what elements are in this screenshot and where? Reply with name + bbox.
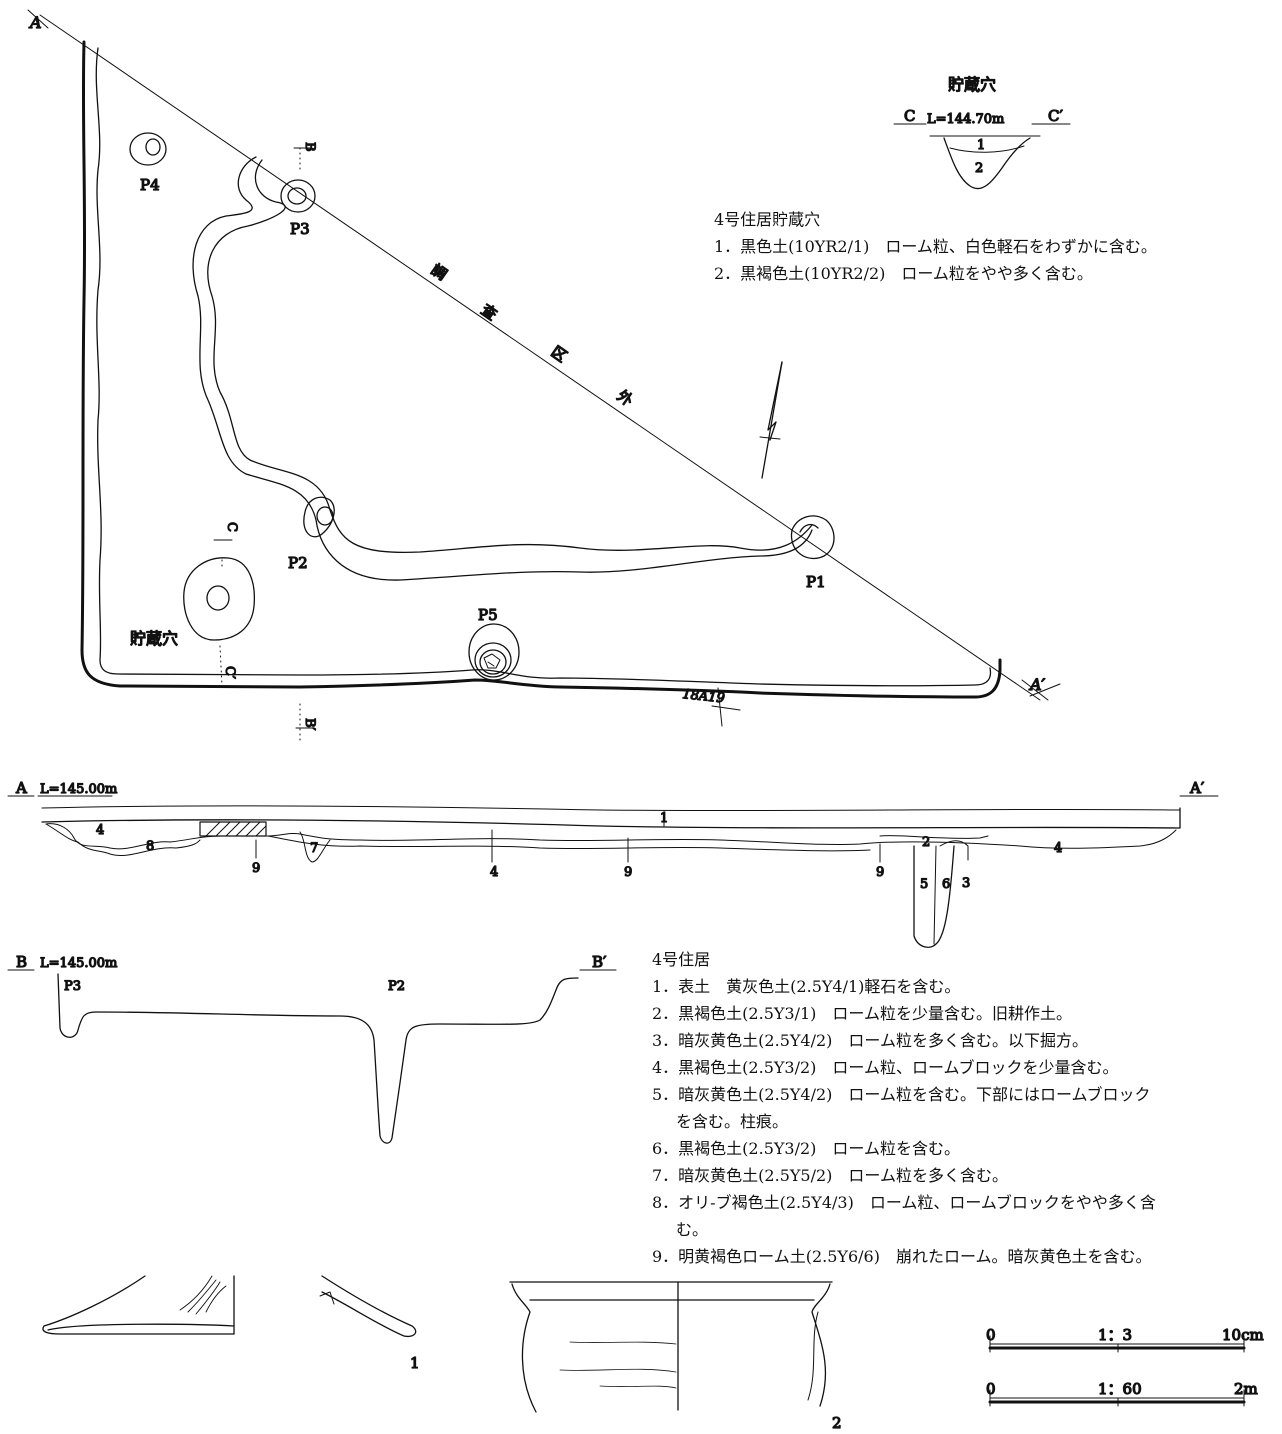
- scale-bar-1-3: 0 1：3 10cm: [985, 1325, 1264, 1353]
- label-b-prime: B′: [302, 718, 317, 731]
- pit-p2: [303, 496, 335, 538]
- svg-text:1：60: 1：60: [1098, 1380, 1142, 1398]
- label-outside-2: 査: [478, 301, 501, 324]
- pit-p3: [280, 179, 316, 213]
- label-p4: P4: [140, 176, 160, 194]
- section-b-profile: B L=145.00m B′ P3 P2: [7, 952, 617, 1144]
- storage-pit-legend-item: 2．黒褐色土(10YR2/2) ローム粒をやや多く含む。: [714, 264, 1093, 283]
- svg-text:C: C: [904, 107, 915, 125]
- svg-text:9: 9: [624, 865, 632, 880]
- label-p3: P3: [290, 220, 310, 238]
- svg-text:A: A: [15, 779, 27, 797]
- svg-text:L=145.00m: L=145.00m: [40, 782, 117, 797]
- label-a-prime: A′: [1028, 675, 1046, 694]
- pit-p1: [790, 515, 835, 560]
- storage-pit-legend: 4号住居貯蔵穴 1．黒色土(10YR2/1) ローム粒、白色軽石をわずかに含む。…: [714, 206, 1157, 287]
- post-hole-profile: [913, 845, 955, 948]
- section-a-profile: A L=145.00m A′ 1 2 3 4 4 4 5 6 7: [7, 778, 1219, 948]
- north-arrow: [759, 361, 783, 479]
- house-legend-title: 4号住居: [652, 950, 711, 969]
- artifact-2: 2: [509, 1281, 842, 1433]
- label-outside-4: 外: [614, 387, 637, 410]
- svg-text:2: 2: [975, 161, 983, 176]
- svg-text:1: 1: [410, 1354, 420, 1372]
- label-a: A: [28, 13, 42, 32]
- label-p5: P5: [478, 606, 498, 624]
- svg-text:2m: 2m: [1234, 1380, 1258, 1398]
- house-legend-item-continued: む。: [676, 1220, 709, 1239]
- svg-text:0: 0: [986, 1326, 996, 1344]
- house-legend-item: 2．黒褐色土(2.5Y3/1) ローム粒を少量含む。旧耕作土。: [652, 1004, 1072, 1023]
- svg-text:A′: A′: [1189, 779, 1205, 797]
- svg-text:6: 6: [942, 877, 950, 892]
- label-p1: P1: [806, 573, 826, 591]
- hatched-block: [199, 821, 267, 837]
- svg-text:10cm: 10cm: [1222, 1326, 1264, 1344]
- house-legend-item: 3．暗灰黄色土(2.5Y4/2) ローム粒を多く含む。以下掘方。: [652, 1031, 1088, 1050]
- storage-pit-section: 貯蔵穴 C L=144.70m C′ 1 2: [893, 74, 1071, 190]
- label-storage-pit: 貯蔵穴: [130, 629, 178, 648]
- svg-text:L=144.70m: L=144.70m: [927, 112, 1004, 127]
- svg-text:4: 4: [490, 865, 498, 880]
- label-outside-3: 区: [548, 343, 571, 366]
- section-line-a: [39, 14, 1041, 701]
- house-legend-item: 1．表土 黄灰色土(2.5Y4/1)軽石を含む。: [652, 977, 961, 996]
- svg-text:B: B: [16, 953, 27, 971]
- svg-text:0: 0: [986, 1380, 996, 1398]
- pit-p5: [468, 623, 520, 681]
- svg-text:3: 3: [962, 876, 970, 891]
- house-outer-wall: [80, 40, 1002, 699]
- svg-text:1：3: 1：3: [1098, 1326, 1132, 1344]
- scale-bar-1-60: 0 1：60 2m: [985, 1379, 1258, 1407]
- storage-pit-section-title: 貯蔵穴: [948, 75, 996, 94]
- section-b-line: [57, 973, 579, 1144]
- wall-trench-upper: [207, 159, 813, 554]
- svg-text:2: 2: [832, 1414, 842, 1432]
- house-inner-wall: [95, 47, 992, 687]
- svg-text:9: 9: [876, 865, 884, 880]
- label-c-prime: C′: [222, 666, 237, 679]
- svg-text:9: 9: [252, 861, 260, 876]
- svg-text:4: 4: [96, 823, 104, 838]
- label-c: C: [224, 522, 239, 532]
- house-legend-item: 5．暗灰黄色土(2.5Y4/2) ローム粒を含む。下部にはロームブロック: [652, 1085, 1151, 1104]
- label-outside-1: 調: [428, 261, 451, 284]
- svg-text:7: 7: [310, 841, 318, 856]
- pit-p4: [129, 132, 167, 166]
- label-grid: 18A19: [682, 687, 726, 706]
- svg-text:2: 2: [922, 835, 930, 850]
- svg-text:4: 4: [1054, 841, 1062, 856]
- storage-pit-plan: [183, 557, 256, 641]
- storage-pit-legend-item: 1．黒色土(10YR2/1) ローム粒、白色軽石をわずかに含む。: [714, 237, 1157, 256]
- house-legend-item: 4．黒褐色土(2.5Y3/2) ローム粒、ロームブロックを少量含む。: [652, 1058, 1119, 1077]
- svg-text:1: 1: [977, 138, 985, 153]
- wall-trench-lower: [192, 156, 813, 581]
- label-p2: P2: [288, 554, 308, 572]
- house-legend-item: 6．黒褐色土(2.5Y3/2) ローム粒を含む。: [652, 1139, 960, 1158]
- artifact-1: 1: [42, 1275, 420, 1373]
- svg-text:P2: P2: [388, 979, 405, 994]
- storage-pit-legend-title: 4号住居貯蔵穴: [714, 210, 821, 229]
- house-legend-item: 9．明黄褐色ローム土(2.5Y6/6) 崩れたローム。暗灰黄色土を含む。: [652, 1247, 1152, 1266]
- house-legend-item: 8．オリ-ブ褐色土(2.5Y4/3) ローム粒、ロームブロックをやや多く含: [652, 1193, 1156, 1212]
- svg-text:P3: P3: [64, 979, 81, 994]
- svg-text:8: 8: [146, 839, 154, 854]
- svg-text:5: 5: [920, 877, 928, 892]
- svg-text:1: 1: [660, 811, 668, 826]
- house-legend-item: 7．暗灰黄色土(2.5Y5/2) ローム粒を多く含む。: [652, 1166, 1008, 1185]
- svg-text:B′: B′: [592, 953, 607, 971]
- label-b: B: [302, 142, 317, 152]
- svg-text:C′: C′: [1048, 107, 1063, 125]
- svg-text:L=145.00m: L=145.00m: [40, 956, 117, 971]
- house-legend: 4号住居 1．表土 黄灰色土(2.5Y4/1)軽石を含む。 2．黒褐色土(2.5…: [652, 946, 1156, 1270]
- house-legend-item-continued: を含む。柱痕。: [676, 1112, 789, 1131]
- storage-pit-profile: [943, 137, 1031, 190]
